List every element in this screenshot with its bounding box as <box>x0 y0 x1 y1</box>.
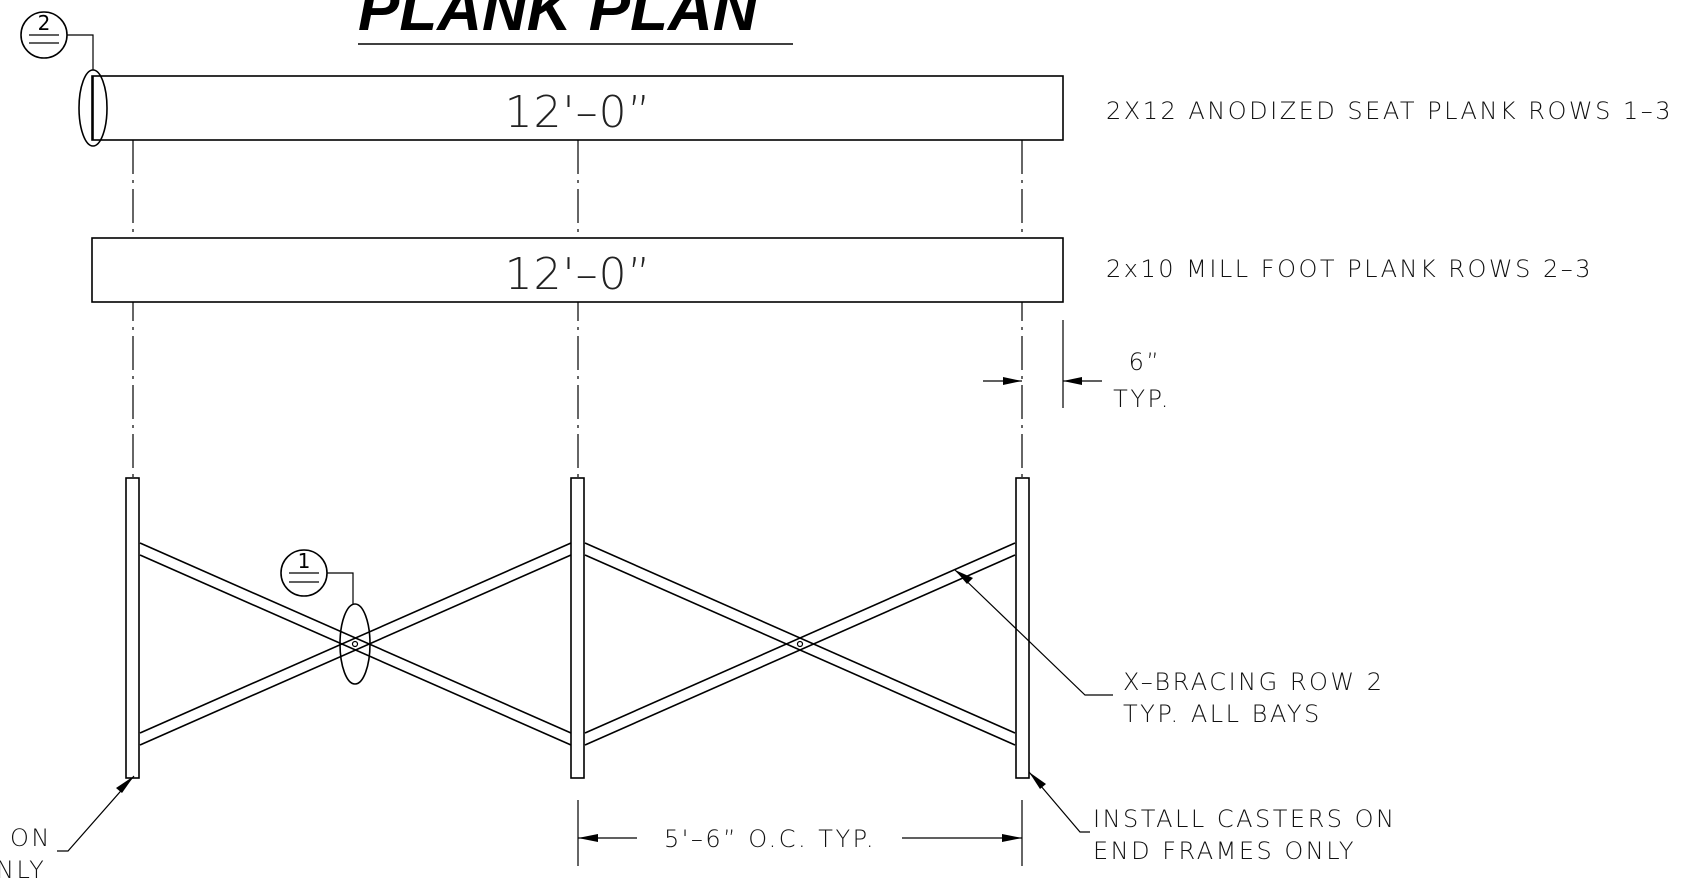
bay-spacing-label: 5'–6” O.C. TYP. <box>664 825 876 853</box>
foot-plank-description: 2x10 MILL FOOT PLANK ROWS 2–3 <box>1106 255 1593 283</box>
detail-tag-2: 2 <box>20 11 94 70</box>
drawing-title: PLANK PLAN <box>358 0 793 45</box>
brace-bay2-b-top <box>584 542 1016 734</box>
bracing-note-line1: X–BRACING ROW 2 <box>1123 668 1385 696</box>
offset-qualifier: TYP. <box>1113 385 1171 413</box>
bay-spacing-dimension: 5'–6” O.C. TYP. <box>577 800 1023 866</box>
seat-plank: 12'–0” <box>78 69 1064 147</box>
detail-tag-1: 1 <box>280 549 371 685</box>
bracing-callout: X–BRACING ROW 2 TYP. ALL BAYS <box>954 569 1385 728</box>
seat-plank-description: 2X12 ANODIZED SEAT PLANK ROWS 1–3 <box>1106 97 1673 125</box>
casters-note-line2: END FRAMES ONLY <box>1093 837 1356 865</box>
seat-plank-length: 12'–0” <box>505 87 652 138</box>
detail-tag-leader <box>327 572 354 604</box>
brace-bay1-b-top <box>139 542 572 734</box>
end-frames <box>125 477 1030 779</box>
seat-plank-detail-ellipse <box>78 69 108 147</box>
offset-arrow-left <box>1003 377 1022 385</box>
offset-dimension: 6” TYP. <box>983 320 1171 413</box>
casters-left-line2: NLY <box>0 856 46 880</box>
casters-arrow-left <box>116 776 134 793</box>
foot-plank-length: 12'–0” <box>505 249 652 300</box>
casters-leader-left <box>57 775 135 852</box>
title-text: PLANK PLAN <box>358 0 759 44</box>
x-bracing <box>139 542 1016 746</box>
foot-plank-body <box>91 237 1064 303</box>
frame-centerlines <box>132 140 1023 478</box>
frame-upright-left <box>125 477 140 779</box>
bay-arrow-left <box>578 834 598 842</box>
frame-upright-right <box>1015 477 1030 779</box>
detail-tag-leader <box>67 34 94 70</box>
bracing-note-line2: TYP. ALL BAYS <box>1123 700 1322 728</box>
casters-left-line1: ON <box>10 824 52 852</box>
seat-plank-body <box>91 75 1064 141</box>
bracing-leader <box>954 569 1113 696</box>
bracing-leader-arrow <box>955 570 973 584</box>
casters-arrow-right <box>1029 772 1046 789</box>
casters-leader-right <box>1028 771 1090 833</box>
foot-plank: 12'–0” <box>91 237 1064 303</box>
detail-tag-number: 1 <box>298 549 311 573</box>
brace-bay2-b-bottom <box>584 554 1016 746</box>
offset-arrow-right <box>1063 377 1082 385</box>
brace-pivot-bay2 <box>796 640 804 648</box>
offset-value: 6” <box>1129 348 1162 376</box>
frame-upright-middle <box>570 477 585 779</box>
bay-arrow-right <box>1002 834 1022 842</box>
detail-tag-ellipse <box>339 603 371 685</box>
brace-bay1-b-bottom <box>139 554 572 746</box>
detail-tag-number: 2 <box>38 11 51 35</box>
brace-pivot-bay1 <box>351 640 359 648</box>
casters-callout-right: INSTALL CASTERS ON END FRAMES ONLY <box>1028 771 1396 865</box>
casters-note-line1: INSTALL CASTERS ON <box>1093 805 1396 833</box>
casters-callout-left: ON NLY <box>0 775 135 880</box>
